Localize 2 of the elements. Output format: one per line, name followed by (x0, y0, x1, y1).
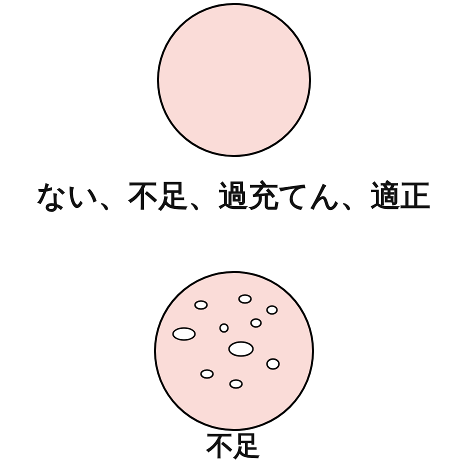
node-label: ない、不足、過充てん、適正 (36, 180, 430, 213)
node-label: 不足 (206, 432, 260, 462)
